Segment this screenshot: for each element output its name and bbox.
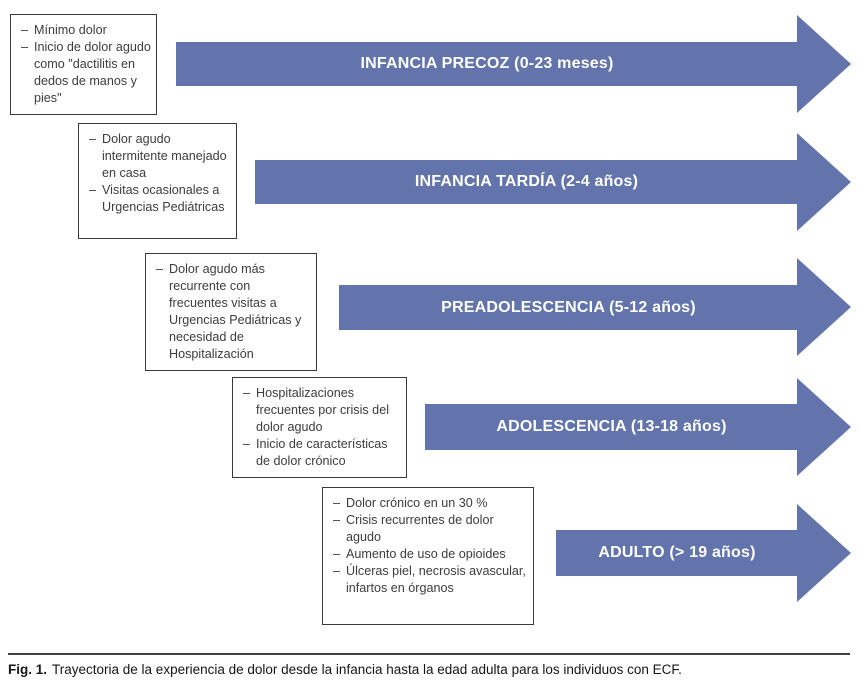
note-box-adulto: – Dolor crónico en un 30 % – Crisis recu…	[322, 487, 534, 625]
bullet-dash: –	[156, 262, 164, 276]
arrow-head-icon	[797, 504, 851, 602]
arrow-label: INFANCIA TARDÍA (2-4 años)	[414, 173, 639, 190]
note-box-adolescencia: – Hospitalizaciones frecuentes por crisi…	[232, 377, 407, 478]
bullet-dash: –	[333, 513, 341, 527]
bullet-text: Visitas ocasionales a Urgencias Pediátri…	[102, 183, 225, 214]
bullet-text: Hospitalizaciones frecuentes por crisis …	[256, 386, 389, 434]
bullet-text: Aumento de uso de opioides	[346, 547, 506, 561]
caption-divider	[8, 653, 850, 655]
figure-caption-text: Trayectoria de la experiencia de dolor d…	[52, 662, 682, 677]
bullet-dash: –	[21, 40, 29, 54]
bullet-text: Úlceras piel, necrosis avascular, infart…	[346, 564, 526, 595]
bullet-item: – Mínimo dolor	[21, 22, 151, 39]
bullet-text: Dolor crónico en un 30 %	[346, 496, 488, 510]
arrow-head-icon	[797, 378, 851, 476]
timeline-arrow-infancia-tardia: INFANCIA TARDÍA (2-4 años)	[255, 160, 798, 204]
arrow-label: ADOLESCENCIA (13-18 años)	[496, 418, 727, 435]
bullet-dash: –	[89, 183, 97, 197]
bullet-dash: –	[333, 547, 341, 561]
note-box-preadolescencia: – Dolor agudo más recurrente con frecuen…	[145, 253, 317, 371]
note-box-infancia-precoz: – Mínimo dolor – Inicio de dolor agudo c…	[10, 14, 157, 115]
arrow-head-icon	[797, 133, 851, 231]
figure-caption: Fig. 1. Trayectoria de la experiencia de …	[8, 661, 850, 679]
bullet-dash: –	[89, 132, 97, 146]
bullet-dash: –	[243, 386, 251, 400]
bullet-item: – Visitas ocasionales a Urgencias Pediát…	[89, 182, 231, 216]
timeline-arrow-adolescencia: ADOLESCENCIA (13-18 años)	[425, 404, 798, 450]
bullet-item: – Inicio de características de dolor cró…	[243, 436, 401, 470]
bullet-text: Mínimo dolor	[34, 23, 107, 37]
bullet-item: – Dolor agudo más recurrente con frecuen…	[156, 261, 307, 363]
bullet-text: Dolor agudo más recurrente con frecuente…	[169, 262, 302, 361]
arrow-head-icon	[797, 258, 851, 356]
bullet-text: Crisis recurrentes de dolor agudo	[346, 513, 494, 544]
arrow-label: PREADOLESCENCIA (5-12 años)	[441, 298, 696, 316]
bullet-item: – Hospitalizaciones frecuentes por crisi…	[243, 385, 401, 436]
bullet-item: – Dolor agudo intermitente manejado en c…	[89, 131, 231, 182]
note-box-infancia-tardia: – Dolor agudo intermitente manejado en c…	[78, 123, 237, 239]
bullet-item: – Dolor crónico en un 30 %	[333, 495, 528, 512]
bullet-text: Dolor agudo intermitente manejado en cas…	[102, 132, 227, 180]
bullet-item: – Inicio de dolor agudo como "dactilitis…	[21, 39, 151, 107]
arrow-label: ADULTO (> 19 años)	[598, 544, 756, 561]
timeline-arrow-infancia-precoz: INFANCIA PRECOZ (0-23 meses)	[176, 42, 798, 86]
bullet-dash: –	[21, 23, 29, 37]
bullet-text: Inicio de características de dolor cróni…	[256, 437, 388, 468]
arrow-label: INFANCIA PRECOZ (0-23 meses)	[360, 55, 614, 72]
bullet-dash: –	[243, 437, 251, 451]
bullet-dash: –	[333, 496, 341, 510]
timeline-arrow-adulto: ADULTO (> 19 años)	[556, 530, 798, 576]
bullet-item: – Úlceras piel, necrosis avascular, infa…	[333, 563, 528, 597]
bullet-dash: –	[333, 564, 341, 578]
bullet-item: – Crisis recurrentes de dolor agudo	[333, 512, 528, 546]
bullet-text: Inicio de dolor agudo como "dactilitis e…	[34, 40, 151, 105]
figure-caption-label: Fig. 1.	[8, 662, 48, 677]
bullet-item: – Aumento de uso de opioides	[333, 546, 528, 563]
timeline-arrow-preadolescencia: PREADOLESCENCIA (5-12 años)	[339, 285, 798, 330]
arrow-head-icon	[797, 15, 851, 113]
